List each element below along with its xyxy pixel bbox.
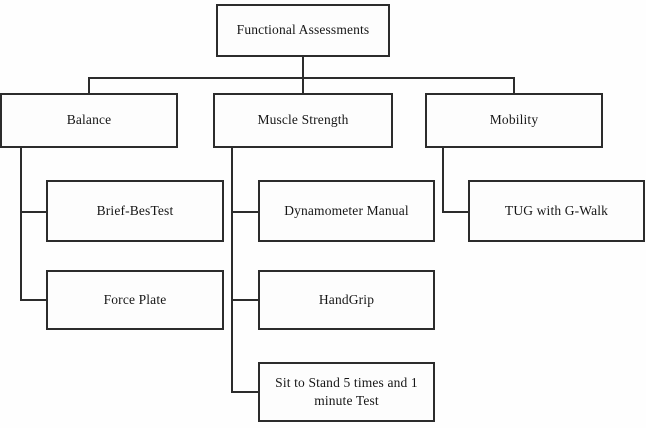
node-label: Brief-BesTest xyxy=(96,202,174,218)
node-label: Dynamometer Manual xyxy=(284,202,409,218)
node-balance[interactable]: Balance xyxy=(0,93,178,148)
node-force-plate[interactable]: Force Plate xyxy=(46,270,224,330)
node-label: Sit to Stand 5 times and 1 minute Test xyxy=(275,374,418,408)
node-functional-assessments[interactable]: Functional Assessments xyxy=(216,4,390,57)
node-label: Muscle Strength xyxy=(257,112,349,128)
node-sit-to-stand[interactable]: Sit to Stand 5 times and 1 minute Test xyxy=(258,362,435,422)
node-tug-with-g-walk[interactable]: TUG with G-Walk xyxy=(468,180,645,242)
node-label: Force Plate xyxy=(103,291,167,307)
node-label: Mobility xyxy=(489,112,539,128)
node-label: HandGrip xyxy=(318,291,375,307)
node-handgrip[interactable]: HandGrip xyxy=(258,270,435,330)
node-dynamometer-manual[interactable]: Dynamometer Manual xyxy=(258,180,435,242)
node-label: Balance xyxy=(66,112,112,128)
node-label: Functional Assessments xyxy=(236,22,370,38)
node-label: TUG with G-Walk xyxy=(504,202,609,218)
node-muscle-strength[interactable]: Muscle Strength xyxy=(213,93,393,148)
node-brief-bestest[interactable]: Brief-BesTest xyxy=(46,180,224,242)
node-mobility[interactable]: Mobility xyxy=(425,93,603,148)
